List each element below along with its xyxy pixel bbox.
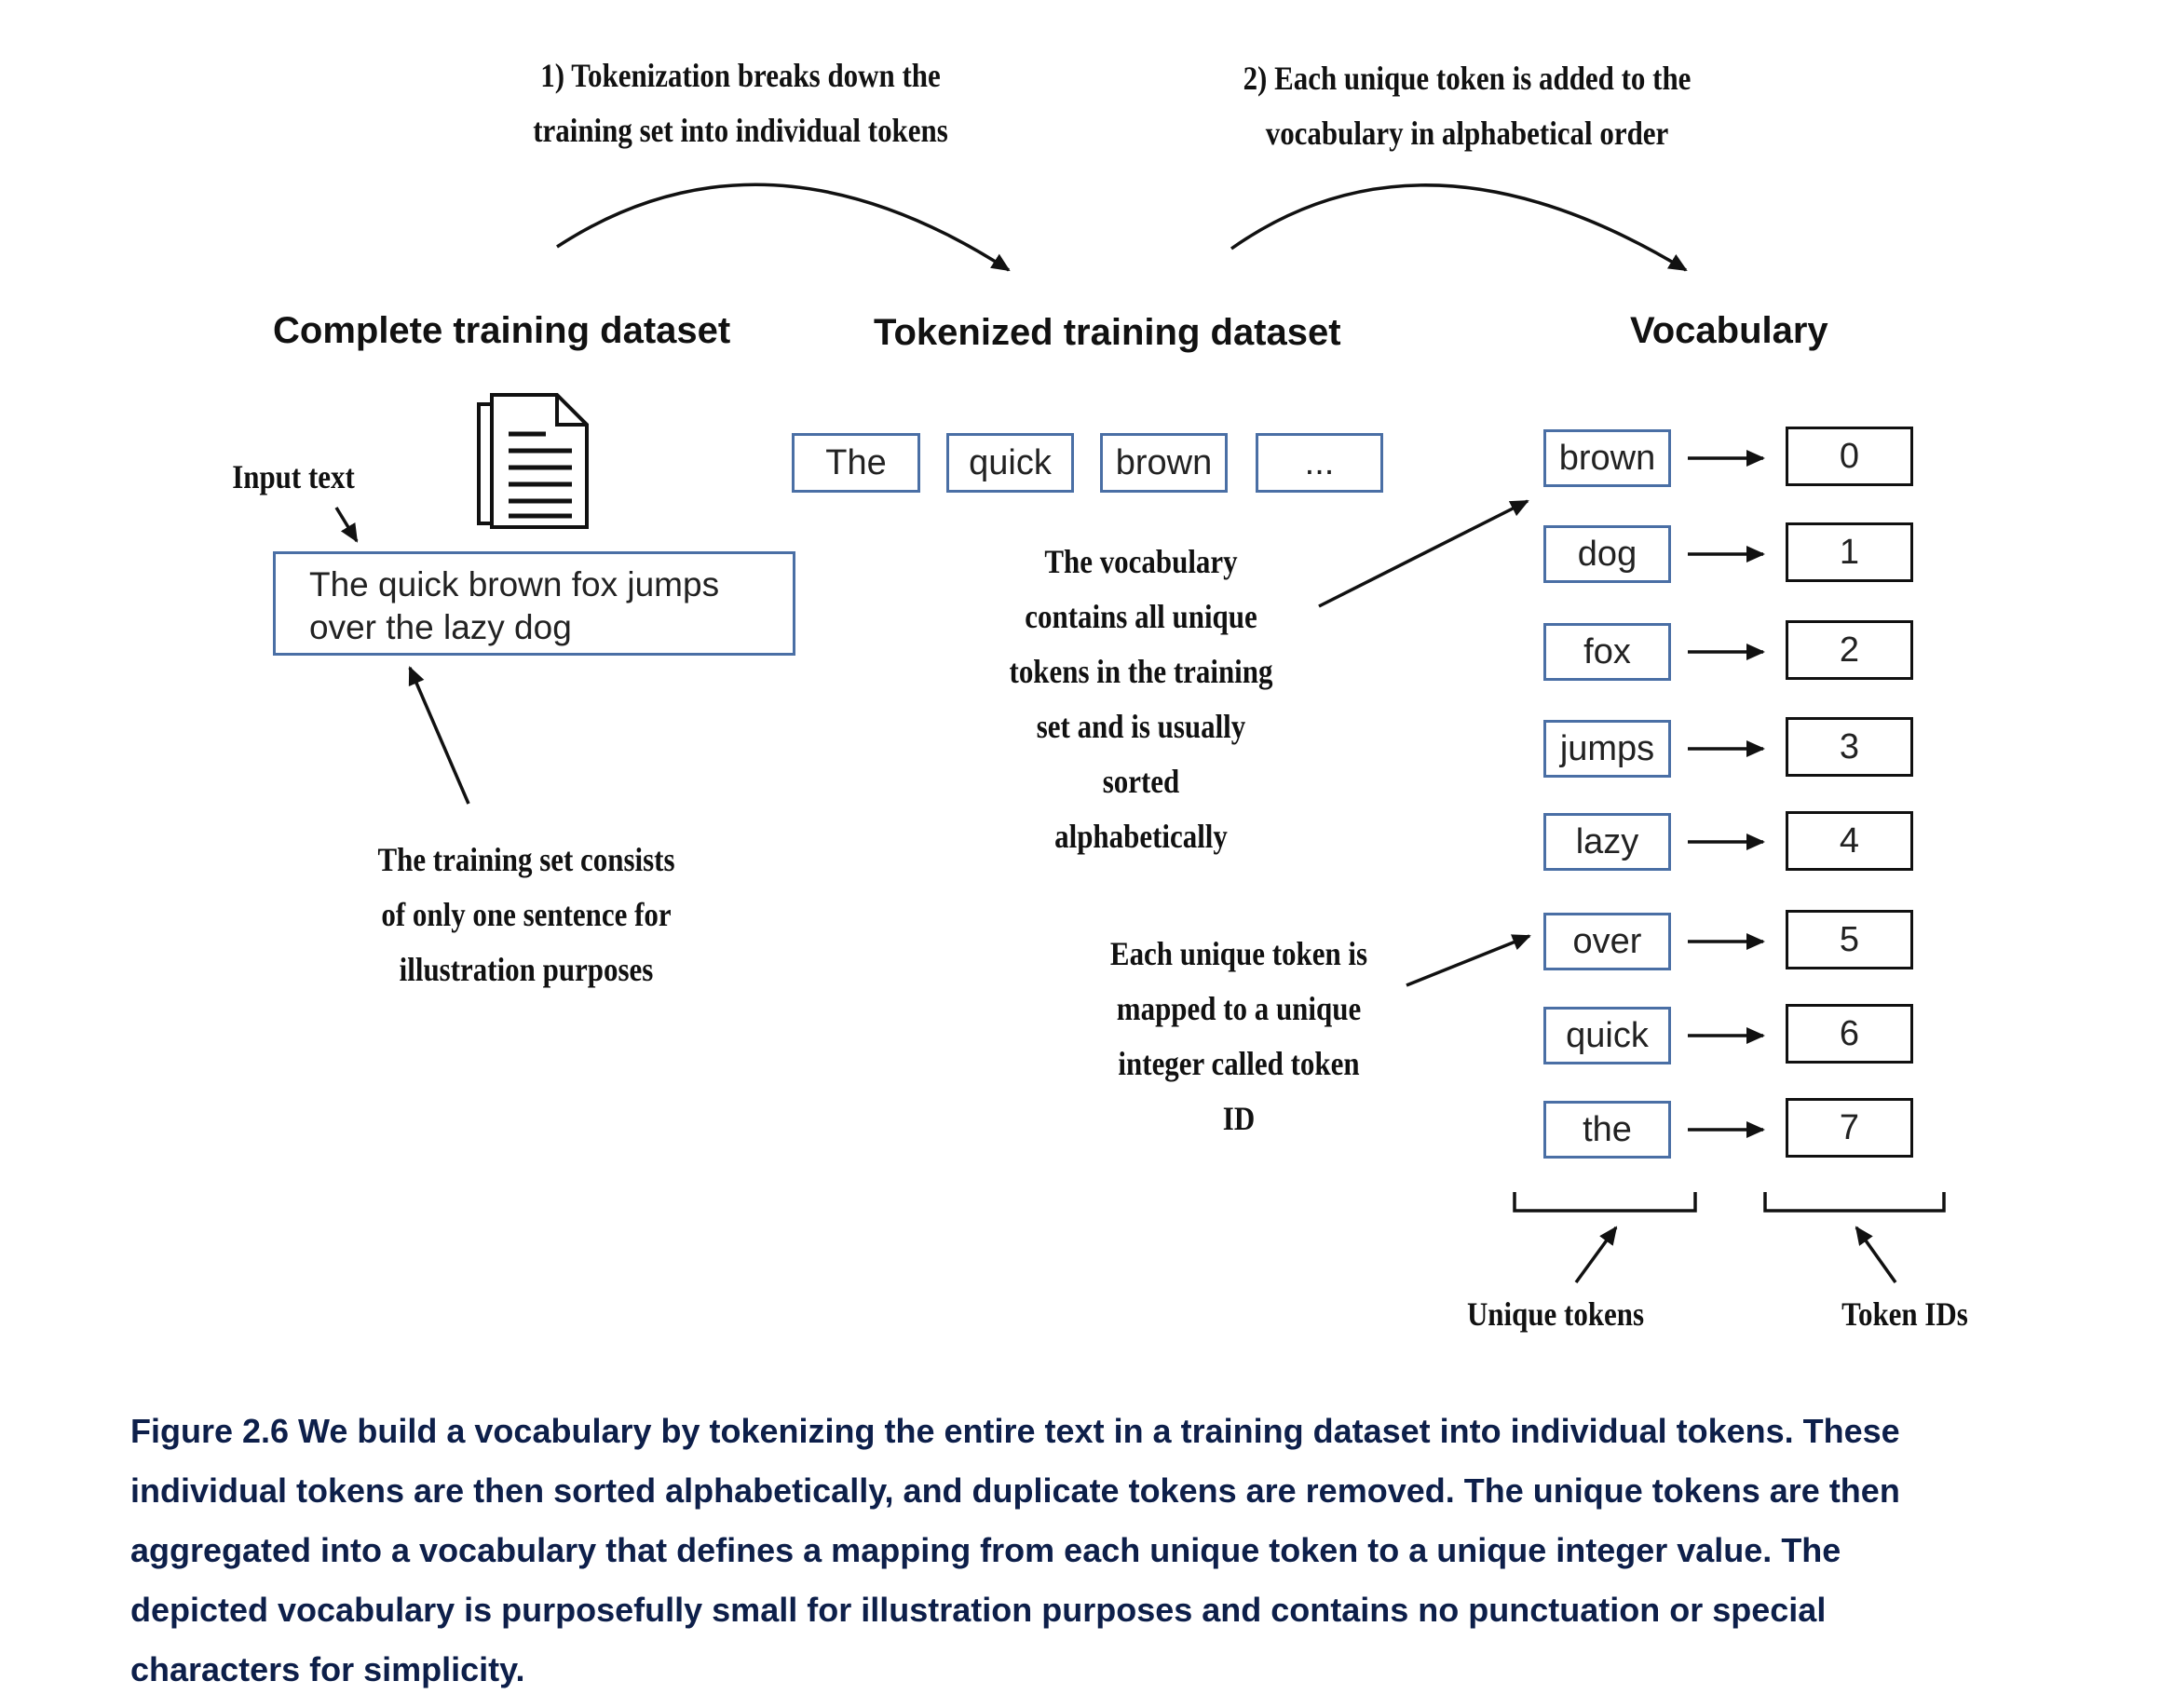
token-id: 2 [1786,620,1913,680]
vocab-token: lazy [1543,813,1671,871]
caption-line: depicted vocabulary is purposefully smal… [130,1591,1827,1629]
vocabulary-note: The vocabulary contains all unique token… [1009,543,1273,855]
vocab-token: dog [1543,525,1671,583]
training-set-arrow [408,666,470,805]
token-id: 6 [1786,1004,1913,1064]
step2-note: 2) Each unique token is added to the voc… [1243,60,1692,152]
token-ids-label: Token IDs [1841,1295,1968,1333]
caption-line: aggregated into a vocabulary that define… [130,1531,1841,1569]
caption-line: Figure 2.6 We build a vocabulary by toke… [130,1412,1900,1450]
vocab-token: the [1543,1101,1671,1159]
input-text-line: over the lazy dog [309,608,572,646]
caption-line: characters for simplicity. [130,1650,525,1688]
vocab-token: brown [1543,429,1671,487]
document-icon [477,393,589,529]
input-text-label: Input text [232,458,355,495]
token-id: 7 [1786,1098,1913,1158]
tokenized-token: quick [946,433,1074,493]
token-id: 4 [1786,811,1913,871]
token-id: 3 [1786,717,1913,777]
vocab-note-arrow [1318,499,1529,608]
vocab-token: fox [1543,623,1671,681]
tokenized-dataset-heading: Tokenized training dataset [874,312,1341,353]
vocab-token: jumps [1543,720,1671,778]
vocab-token: over [1543,913,1671,970]
unique-tokens-label: Unique tokens [1466,1295,1645,1333]
token-id-note-arrow [1406,934,1531,987]
token-id: 5 [1786,910,1913,969]
input-text-arrow [334,507,359,543]
vocab-token: quick [1543,1007,1671,1064]
token-id-note: Each unique token is mapped to a unique … [1109,935,1368,1137]
token-ids-bracket [1763,1192,1946,1213]
step2-arrow [1230,183,1688,272]
vocabulary-heading: Vocabulary [1630,310,1828,351]
token-id: 0 [1786,427,1913,486]
token-id: 1 [1786,522,1913,582]
complete-dataset-heading: Complete training dataset [273,310,731,351]
input-text-box: The quick brown fox jumps over the lazy … [273,551,795,656]
vocab-arrows [1688,450,1765,1138]
unique-tokens-bracket [1513,1192,1697,1213]
caption-line: individual tokens are then sorted alphab… [130,1471,1900,1510]
tokenized-token: ... [1256,433,1383,493]
unique-tokens-arrow [1574,1226,1618,1284]
tokenized-token: The [792,433,920,493]
figure-caption: Figure 2.6 We build a vocabulary by toke… [130,1402,2133,1700]
step1-arrow [556,183,1011,272]
input-text-line: The quick brown fox jumps [309,565,720,603]
step1-note: 1) Tokenization breaks down the training… [533,57,948,149]
token-ids-arrow [1855,1226,1897,1284]
training-set-note: The training set consists of only one se… [377,841,675,988]
tokenized-token: brown [1100,433,1228,493]
